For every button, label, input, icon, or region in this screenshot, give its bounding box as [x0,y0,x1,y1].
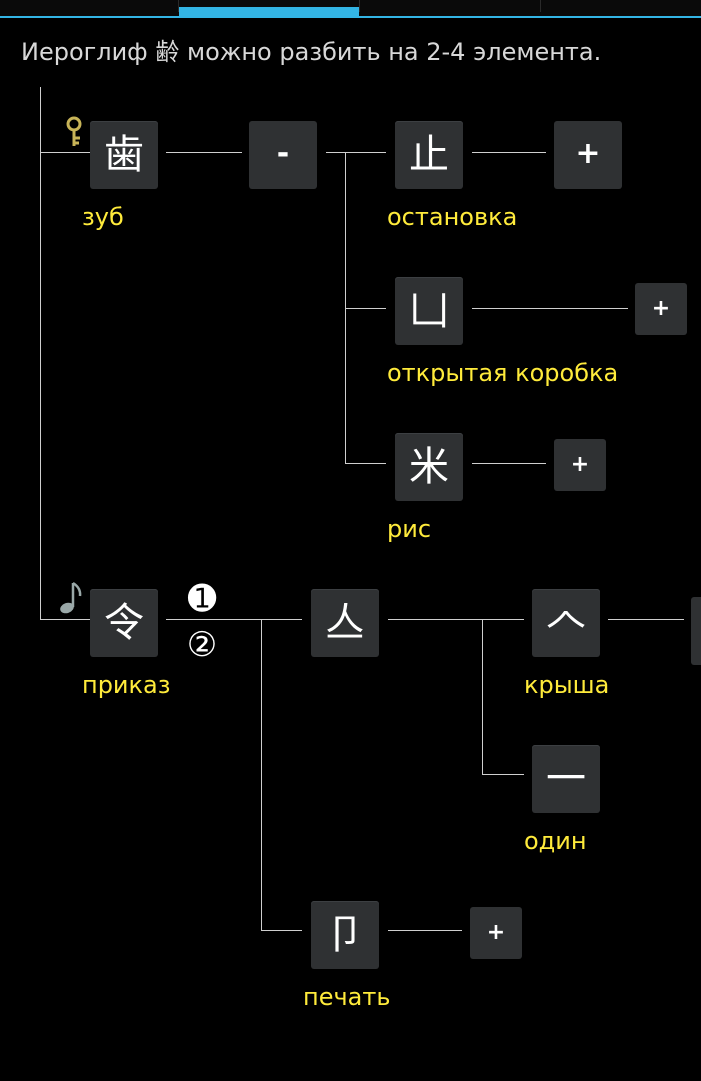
label-one: один [524,827,587,855]
connector-line [472,463,546,464]
tab-separator [359,0,360,12]
branch-line [482,619,483,774]
connector-line [345,308,386,309]
key-icon [66,116,82,146]
expand-button[interactable]: + [554,439,606,491]
connector-line [345,463,386,464]
connector-line [261,930,302,931]
label-roof: крыша [524,671,610,699]
label-open-box: открытая коробка [387,359,619,387]
connector-line [388,930,462,931]
connector-line [166,619,302,620]
label-order: приказ [82,671,171,699]
kanji-seal[interactable]: 卩 [311,901,379,969]
branch-line [345,152,346,463]
option-2-marker[interactable]: ② [186,625,218,665]
expand-button[interactable]: + [635,283,687,335]
option-1-marker[interactable]: ➊ [187,579,217,619]
tab-separator [178,0,179,12]
kanji-stop[interactable]: 止 [395,121,463,189]
collapse-button[interactable]: - [249,121,317,189]
page-description: Иероглиф 齢 можно разбить на 2-4 элемента… [21,38,602,66]
active-tab-indicator[interactable] [179,7,359,16]
tab-separator [540,0,541,12]
connector-line [40,152,90,153]
connector-line [326,152,386,153]
music-note-icon [60,581,82,614]
connector-line [472,152,546,153]
kanji-roof[interactable]: 𠆢 [532,589,600,657]
connector-line [482,774,524,775]
kanji-order[interactable]: 令 [90,589,158,657]
branch-line [261,619,262,930]
connector-line [166,152,242,153]
tab-underline [0,16,701,18]
kanji-top-part[interactable]: 亼 [311,589,379,657]
kanji-rice[interactable]: 米 [395,433,463,501]
label-rice: рис [387,515,432,543]
expand-button[interactable]: + [554,121,622,189]
connector-line [608,619,684,620]
tree-root-line [40,87,41,620]
kanji-open-box[interactable]: 凵 [395,277,463,345]
label-stop: остановка [387,203,518,231]
expand-button-partial[interactable] [691,597,701,665]
label-tooth: зуб [82,203,124,231]
connector-line [388,619,524,620]
expand-button[interactable]: + [470,907,522,959]
tab-bar [0,0,701,18]
kanji-one[interactable]: 一 [532,745,600,813]
kanji-tooth[interactable]: 歯 [90,121,158,189]
connector-line [40,619,90,620]
label-seal: печать [303,983,391,1011]
connector-line [472,308,628,309]
